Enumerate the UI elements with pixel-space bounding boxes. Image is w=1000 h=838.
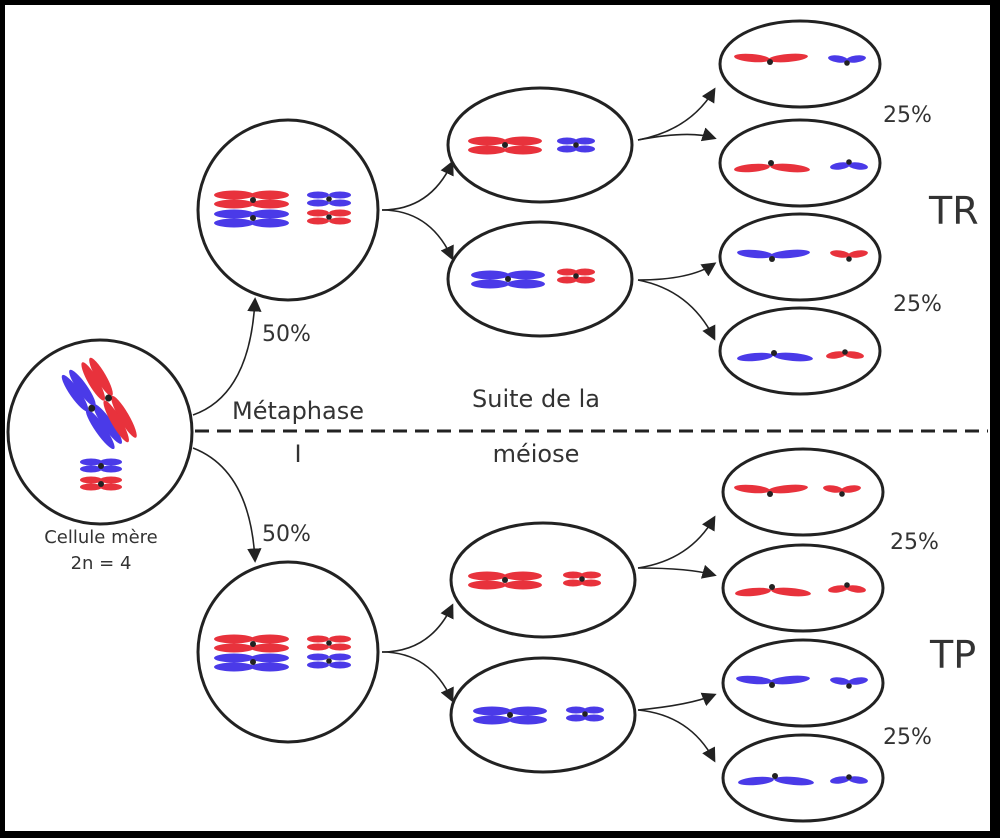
arrow-mother-to-top — [192, 297, 262, 416]
metaphase-roman-label: I — [294, 440, 301, 468]
meiosis-cell-d — [449, 656, 637, 774]
continuation-label: Suite de la — [472, 385, 600, 413]
gamete-4 — [718, 306, 882, 396]
arrows-group — [192, 87, 717, 763]
gamete-8-membrane — [721, 733, 885, 823]
bivalent-large — [214, 190, 289, 228]
gamete-5-membrane — [721, 447, 885, 537]
bivalent-large — [214, 634, 289, 672]
mother-cell-label: Cellule mère — [44, 527, 158, 548]
mother-cell — [6, 338, 194, 526]
gamete-4-membrane — [718, 306, 882, 396]
meiosis-cell-c-membrane — [449, 521, 637, 639]
gamete-6-membrane — [721, 543, 885, 633]
chromosome-pair-large-red — [81, 357, 137, 443]
percent-tp-upper: 25% — [890, 530, 939, 555]
meiosis-cell-b — [446, 220, 634, 338]
percent-bottom-branch: 50% — [262, 522, 311, 547]
arrow-bottom-to-lower — [381, 651, 454, 703]
dyad-large — [471, 270, 545, 289]
percent-top-branch: 50% — [262, 322, 311, 347]
dyad-small — [557, 268, 595, 284]
group-tp-label: TP — [929, 633, 976, 677]
gamete-3 — [718, 212, 882, 302]
meiosis-cell-a — [446, 86, 634, 204]
meiosis-cell-b-membrane — [446, 220, 634, 338]
chromosome-pair-small — [80, 458, 122, 491]
gamete-2 — [718, 118, 882, 208]
arrow-cell-c-to-g5 — [637, 515, 716, 569]
percent-tr-upper: 25% — [883, 103, 932, 128]
arrow-cell-d-to-g8 — [637, 709, 716, 763]
dyad-small — [563, 571, 601, 587]
bivalent-small — [307, 191, 351, 225]
arrow-mother-to-bottom — [192, 447, 262, 563]
bivalent-small — [307, 635, 351, 669]
arrow-cell-a-to-g2 — [637, 127, 717, 142]
dyad-small — [566, 706, 604, 722]
gamete-1-membrane — [718, 19, 882, 109]
continuation-label-2: méiose — [493, 440, 580, 468]
gamete-2-membrane — [718, 118, 882, 208]
percent-tr-lower: 25% — [893, 292, 942, 317]
arrow-top-to-lower — [381, 209, 454, 261]
arrow-cell-b-to-g4 — [637, 279, 716, 341]
metaphase-cell-bottom — [196, 560, 380, 744]
chromosome-pair-large — [61, 369, 122, 450]
arrow-top-to-upper — [381, 160, 454, 211]
dyad-small — [557, 137, 595, 153]
meiosis-cell-d-membrane — [449, 656, 637, 774]
arrow-bottom-to-upper — [381, 603, 454, 653]
gamete-5 — [721, 447, 885, 537]
gamete-1 — [718, 19, 882, 109]
gamete-8 — [721, 733, 885, 823]
dyad-large — [473, 706, 547, 725]
metaphase-cell-top — [196, 118, 380, 302]
meiosis-cell-a-membrane — [446, 86, 634, 204]
group-tr-label: TR — [928, 189, 979, 233]
dyad-large — [468, 136, 542, 155]
meiosis-cell-c — [449, 521, 637, 639]
metaphase-top-membrane — [196, 118, 380, 302]
metaphase-bottom-membrane — [196, 560, 380, 744]
metaphase-label: Métaphase — [232, 397, 364, 425]
arrow-cell-d-to-g7 — [637, 692, 717, 711]
arrow-cell-b-to-g3 — [637, 262, 717, 281]
arrow-cell-c-to-g6 — [637, 564, 717, 579]
gamete-3-membrane — [718, 212, 882, 302]
percent-tp-lower: 25% — [883, 725, 932, 750]
dyad-large — [468, 571, 542, 590]
ploidy-label: 2n = 4 — [71, 553, 132, 574]
gamete-6 — [721, 543, 885, 633]
gamete-7-membrane — [721, 638, 885, 728]
gamete-7 — [721, 638, 885, 728]
